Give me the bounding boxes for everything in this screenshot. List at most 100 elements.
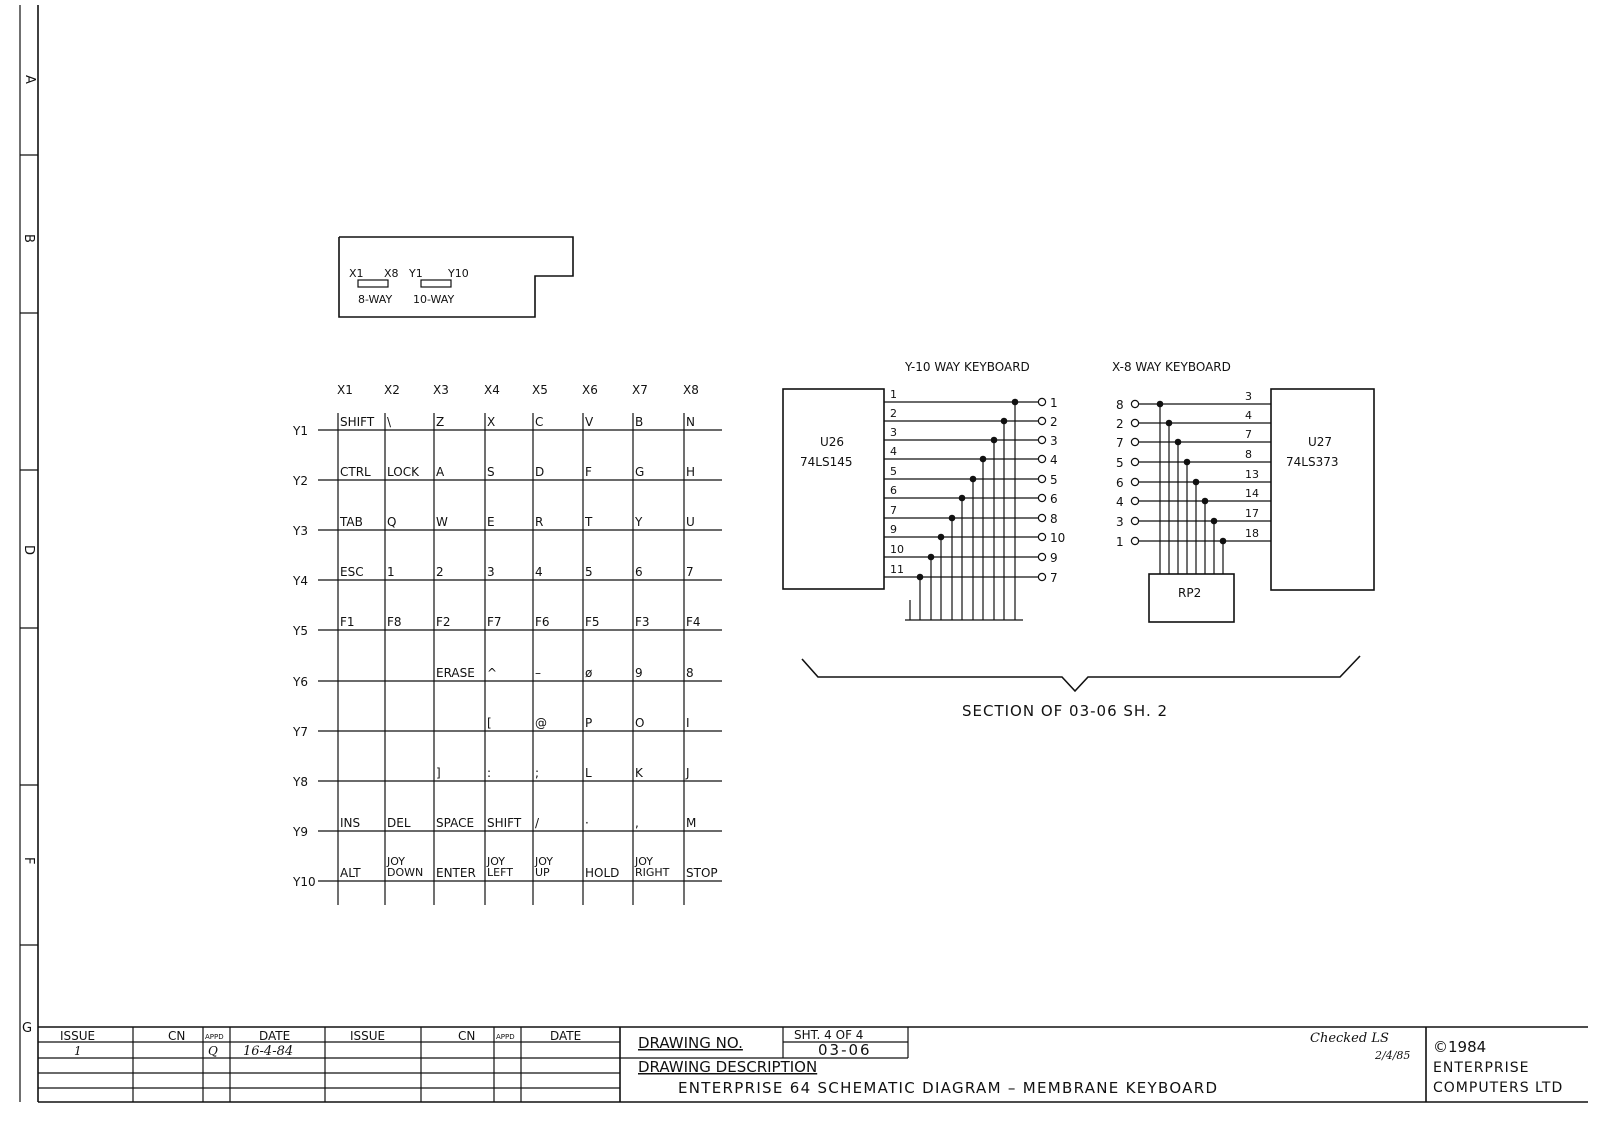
rev-date-value: 16-4-84 (243, 1044, 293, 1059)
key-label: LOCK (387, 465, 420, 479)
x-input-2: 2 (1116, 417, 1124, 431)
key-label: F4 (686, 615, 701, 629)
u27-chip (1270, 388, 1375, 591)
u26-pin-2: 2 (890, 407, 897, 420)
zone-label-a: A (22, 75, 37, 84)
y-output-9: 9 (1050, 551, 1058, 565)
u26-chip (782, 388, 885, 590)
connector-8way-label: 8-WAY (358, 293, 392, 306)
key-label: ø (585, 666, 592, 680)
column-label-x5: X5 (532, 383, 548, 397)
rev-header-date-2: DATE (550, 1029, 581, 1043)
u26-pin-1: 1 (890, 388, 897, 401)
key-label: U (686, 515, 695, 529)
row-label-y6: Y6 (292, 675, 308, 689)
key-label: ALT (340, 866, 361, 880)
connector-label-y10: Y10 (447, 267, 469, 280)
x-input-6: 6 (1116, 476, 1124, 490)
key-label: F2 (436, 615, 451, 629)
u27-pin-7: 7 (1245, 428, 1252, 441)
row-label-y8: Y8 (292, 775, 308, 789)
company-line-1: ENTERPRISE (1433, 1060, 1529, 1076)
key-label: SHIFT (487, 816, 522, 830)
key-label: 5 (585, 565, 593, 579)
rp2-label: RP2 (1178, 586, 1201, 600)
key-label: / (535, 816, 540, 830)
u26-pin-3: 3 (890, 426, 897, 439)
zone-label-f: F (21, 857, 36, 864)
row-label-y9: Y9 (292, 825, 308, 839)
key-label: K (635, 766, 644, 780)
key-label: – (535, 666, 541, 680)
key-label: R (535, 515, 543, 529)
x-input-7: 7 (1116, 436, 1124, 450)
x-input-3: 3 (1116, 515, 1124, 529)
key-label: L (585, 766, 592, 780)
u26-pin-6: 6 (890, 484, 897, 497)
connector-label-x8: X8 (384, 267, 399, 280)
key-label: Y (634, 515, 643, 529)
u26-name: U26 (820, 435, 844, 449)
row-label-y3: Y3 (292, 524, 308, 538)
company-line-2: COMPUTERS LTD (1433, 1080, 1563, 1096)
key-label: W (436, 515, 448, 529)
column-label-x2: X2 (384, 383, 400, 397)
row-label-y10: Y10 (292, 875, 316, 889)
checked-signature: Checked LS (1310, 1031, 1389, 1046)
key-label: M (686, 816, 696, 830)
u26-pin-11: 11 (890, 563, 904, 576)
key-label: Z (436, 415, 444, 429)
rev-header-appd-2: APPD (496, 1033, 515, 1041)
y-output-3: 3 (1050, 434, 1058, 448)
u27-part: 74LS373 (1286, 455, 1338, 469)
u26-pin-10: 10 (890, 543, 904, 556)
drawing-description: ENTERPRISE 64 SCHEMATIC DIAGRAM – MEMBRA… (678, 1079, 1218, 1097)
key-label: TAB (339, 515, 363, 529)
rev-header-issue: ISSUE (60, 1029, 95, 1043)
u26-pin-4: 4 (890, 445, 897, 458)
key-label: T (584, 515, 593, 529)
y-output-5: 5 (1050, 473, 1058, 487)
key-label: 1 (387, 565, 395, 579)
key-label: F (585, 465, 592, 479)
y-output-1: 1 (1050, 396, 1058, 410)
u27-pin-13: 13 (1245, 468, 1259, 481)
key-label: J (685, 766, 690, 780)
zone-border: A B D F G (19, 5, 39, 1102)
connector-label-y1: Y1 (408, 267, 423, 280)
key-label: I (686, 716, 690, 730)
key-label: C (535, 415, 543, 429)
key-label: DEL (387, 816, 411, 830)
rev-header-cn: CN (168, 1029, 185, 1043)
rev-appd-value: Q (208, 1044, 218, 1058)
u26-part: 74LS145 (800, 455, 852, 469)
key-label: H (686, 465, 695, 479)
y-output-10: 10 (1050, 531, 1065, 545)
x-keyboard-section: X-8 WAY KEYBOARD U27 74LS373 RP2 8324775… (1112, 360, 1375, 623)
x-input-4: 4 (1116, 495, 1124, 509)
x-input-1: 1 (1116, 535, 1124, 549)
zone-label-d: D (21, 545, 36, 555)
key-label: Q (387, 515, 396, 529)
row-label-y2: Y2 (292, 474, 308, 488)
key-label: 4 (535, 565, 543, 579)
u27-pin-3: 3 (1245, 390, 1252, 403)
key-label: F3 (635, 615, 650, 629)
key-label: 9 (635, 666, 643, 680)
column-label-x7: X7 (632, 383, 648, 397)
description-label: DRAWING DESCRIPTION (638, 1058, 817, 1076)
key-label: B (635, 415, 643, 429)
key-label: \ (387, 415, 392, 429)
y-keyboard-title: Y-10 WAY KEYBOARD (904, 360, 1030, 374)
key-label: CTRL (340, 465, 371, 479)
title-block: ISSUE CN APPD DATE ISSUE CN APPD DATE 1 … (38, 1026, 1588, 1103)
key-label: : (487, 766, 491, 780)
u27-pin-18: 18 (1245, 527, 1259, 540)
checked-date: 2/4/85 (1374, 1049, 1410, 1062)
